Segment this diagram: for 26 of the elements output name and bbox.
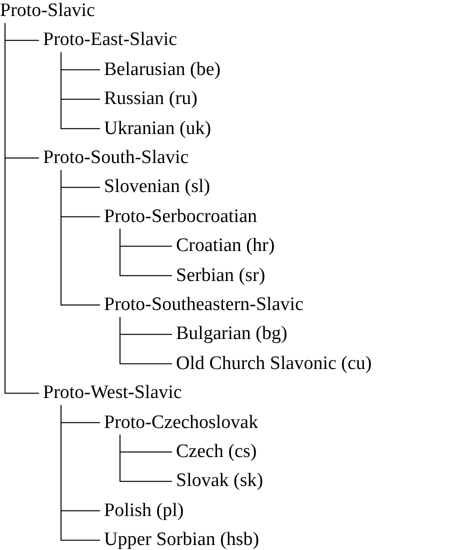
node-label: Proto-South-Slavic	[43, 146, 189, 170]
tree-connector	[120, 434, 172, 482]
node-label: Proto-Southeastern-Slavic	[104, 293, 304, 317]
node-label: Proto-East-Slavic	[43, 28, 178, 52]
node-label: Old Church Slavonic (cu)	[176, 352, 372, 376]
node-label: Polish (pl)	[104, 498, 184, 523]
tree-connector	[60, 404, 100, 541]
tree-connector	[60, 170, 100, 306]
node-label: Russian (ru)	[104, 87, 198, 112]
node-label: Czech (cs)	[176, 440, 257, 464]
node-label: Proto-Slavic	[0, 0, 95, 23]
node-label: Bulgarian (bg)	[176, 322, 288, 346]
tree-connector	[120, 228, 172, 276]
node-label: Slovenian (sl)	[104, 175, 210, 200]
tree-connector	[60, 52, 100, 130]
node-label: Slovak (sk)	[176, 469, 264, 494]
tree-connector	[120, 316, 172, 364]
node-label: Upper Sorbian (hsb)	[104, 528, 260, 550]
tree-connector	[4, 22, 40, 394]
node-label: Proto-Czechoslovak	[104, 410, 258, 435]
node-label: Serbian (sr)	[176, 264, 266, 288]
node-label: Ukranian (uk)	[104, 116, 212, 141]
node-label: Belarusian (be)	[104, 58, 221, 82]
node-label: Proto-West-Slavic	[43, 381, 182, 406]
node-label: Proto-Serbocroatian	[104, 204, 258, 229]
node-label: Croatian (hr)	[176, 234, 275, 258]
